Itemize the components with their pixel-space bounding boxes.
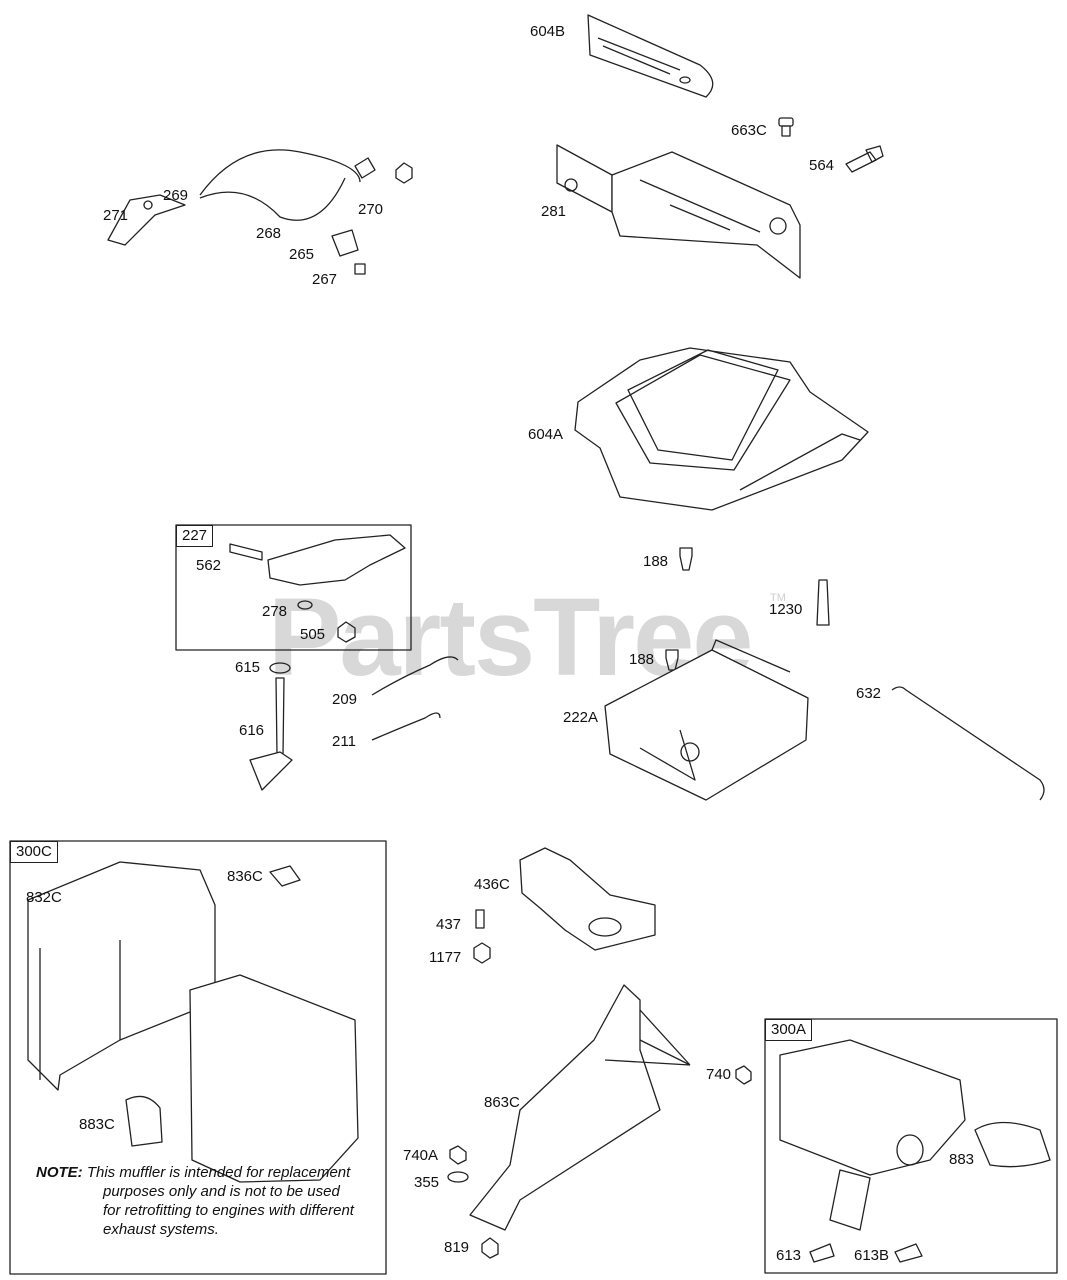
callout-836C: 836C: [227, 868, 263, 885]
note-line-3: for retrofitting to engines with differe…: [103, 1202, 354, 1219]
kit-300C-frame: [9, 840, 387, 1275]
callout-663C: 663C: [731, 122, 767, 139]
callout-883C: 883C: [79, 1116, 115, 1133]
callout-819: 819: [444, 1239, 470, 1256]
callout-300A: 300A: [765, 1019, 813, 1041]
callout-265: 265: [289, 246, 315, 263]
callout-505: 505: [300, 626, 326, 643]
note-line-2: purposes only and is not to be used: [103, 1183, 340, 1200]
callout-300C: 300C: [10, 841, 58, 863]
callout-227: 227: [176, 525, 214, 547]
part-281-drawing: [556, 144, 801, 279]
part-604A-drawing: [574, 347, 869, 511]
part-604B-drawing: [587, 14, 714, 98]
callout-209: 209: [332, 691, 358, 708]
callout-268: 268: [256, 225, 282, 242]
callout-564: 564: [809, 157, 835, 174]
bracket-863C-drawing: [469, 984, 661, 1231]
callout-604B: 604B: [530, 23, 566, 40]
callout-270: 270: [358, 201, 384, 218]
kit-227-frame: [175, 524, 412, 651]
kit-300A-frame: [764, 1018, 1058, 1274]
callout-740A: 740A: [403, 1147, 439, 1164]
nut-1177-drawing: [473, 942, 491, 964]
part-564-drawing: [845, 145, 884, 173]
nut-740-drawing: [735, 1065, 752, 1085]
pipe-436C-drawing: [519, 847, 656, 951]
callout-267: 267: [312, 271, 338, 288]
part-188b-drawing: [665, 649, 679, 671]
callout-222A: 222A: [563, 709, 599, 726]
governor-arm-drawing: [229, 534, 406, 643]
callout-863C: 863C: [484, 1094, 520, 1111]
watermark-trademark: TM: [770, 592, 786, 604]
callout-613: 613: [776, 1247, 802, 1264]
part-188a-drawing: [679, 547, 693, 571]
callout-832C: 832C: [26, 889, 62, 906]
note-line-1: This muffler is intended for replacement: [86, 1164, 351, 1181]
part-663C-drawing: [778, 117, 794, 137]
callout-437: 437: [436, 916, 462, 933]
screw-613-drawing: [809, 1243, 835, 1263]
callout-740: 740: [706, 1066, 732, 1083]
callout-616: 616: [239, 722, 265, 739]
callout-1177: 1177: [429, 949, 462, 966]
callout-211: 211: [332, 733, 356, 750]
spring-209-drawing: [371, 656, 459, 696]
callout-281: 281: [541, 203, 567, 220]
screw-836C-drawing: [269, 865, 301, 887]
part-616-drawing: [249, 662, 293, 791]
callout-1230: 1230: [769, 601, 803, 618]
note-line-4: exhaust systems.: [103, 1221, 219, 1238]
screw-613B-drawing: [894, 1243, 923, 1263]
callout-604A: 604A: [528, 426, 564, 443]
callout-188-upper: 188: [643, 553, 669, 570]
part-222A-drawing: [604, 639, 809, 801]
nut-740A-drawing: [449, 1145, 467, 1165]
callout-615: 615: [235, 659, 261, 676]
callout-278: 278: [262, 603, 288, 620]
callout-562: 562: [196, 557, 222, 574]
screw-437-drawing: [475, 909, 485, 929]
callout-632: 632: [856, 685, 882, 702]
callout-269: 269: [163, 187, 189, 204]
callout-613B: 613B: [854, 1247, 890, 1264]
muffler-300C-drawing: [189, 974, 359, 1183]
gasket-883C-drawing: [125, 1095, 163, 1147]
muffler-300A-drawing: [779, 1039, 966, 1231]
leader-740: [604, 1009, 691, 1066]
callout-188-lower: 188: [629, 651, 655, 668]
note-prefix: NOTE:: [36, 1164, 83, 1181]
muffler-note: NOTE: This muffler is intended for repla…: [36, 1163, 366, 1239]
callout-436C: 436C: [474, 876, 510, 893]
callout-883: 883: [949, 1151, 975, 1168]
washer-355-drawing: [447, 1171, 469, 1183]
cable-assembly-drawing: [107, 149, 413, 275]
spring-211-drawing: [371, 712, 441, 741]
gasket-883-drawing: [974, 1121, 1051, 1168]
muffler-guard-drawing: [27, 861, 216, 1091]
part-1230-drawing: [816, 579, 830, 626]
part-632-drawing: [891, 686, 1045, 801]
callout-271: 271: [103, 207, 129, 224]
callout-355: 355: [414, 1174, 440, 1191]
bolt-819-drawing: [481, 1237, 499, 1259]
